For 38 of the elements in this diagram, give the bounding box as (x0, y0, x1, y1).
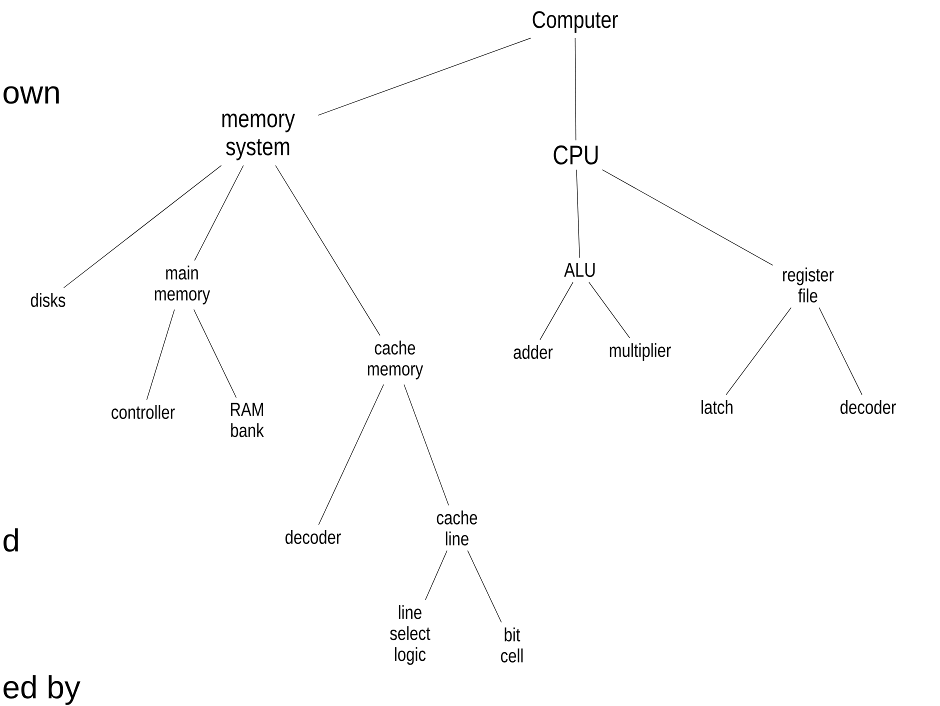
tree-branch (194, 165, 244, 261)
slide-text-fragment: own (4, 86, 59, 104)
tree-node-label: cache line (436, 510, 478, 546)
tree-node-label: main memory (154, 266, 210, 304)
tree-node-label: CPU (554, 145, 598, 165)
slide-text-fragment: ed by (4, 675, 80, 705)
tree-node-label: RAM bank (230, 402, 264, 438)
tree-branch (576, 169, 580, 258)
tree-node-label: ALU (564, 263, 595, 277)
tree-node-label: controller (112, 405, 175, 419)
tree-branch (425, 550, 448, 600)
tree-branch (818, 307, 862, 396)
tree-node-label: multiplier (610, 343, 671, 361)
tree-node-label: line select logic (390, 605, 430, 665)
tree-node-label: bit cell (500, 628, 523, 662)
tree-node-label: latch (702, 400, 732, 414)
tree-branch (726, 307, 792, 396)
tree-node-label: memory system (222, 114, 295, 160)
tree-node-label: adder (514, 345, 553, 359)
tree-branch (588, 282, 630, 338)
tree-branch (318, 384, 384, 526)
tree-node-label: decoder (286, 530, 341, 544)
tree-branch (602, 169, 774, 266)
slide-text-fragment: d (4, 528, 18, 552)
tree-node-label: cache memory (368, 340, 424, 380)
tree-branch (63, 165, 222, 288)
tree-branch (318, 38, 532, 116)
tree-branch (146, 309, 175, 400)
tree-branch (574, 38, 576, 141)
tree-branch (275, 165, 380, 336)
tree-branch (467, 550, 502, 623)
tree-node-label: Computer (532, 11, 618, 33)
tree-node-label: decoder (840, 400, 896, 414)
tree-node-label: disks (30, 293, 66, 307)
tree-branch (194, 309, 237, 398)
tree-node-label: register file (783, 268, 834, 302)
tree-branch (540, 282, 574, 340)
tree-branch (404, 384, 449, 506)
